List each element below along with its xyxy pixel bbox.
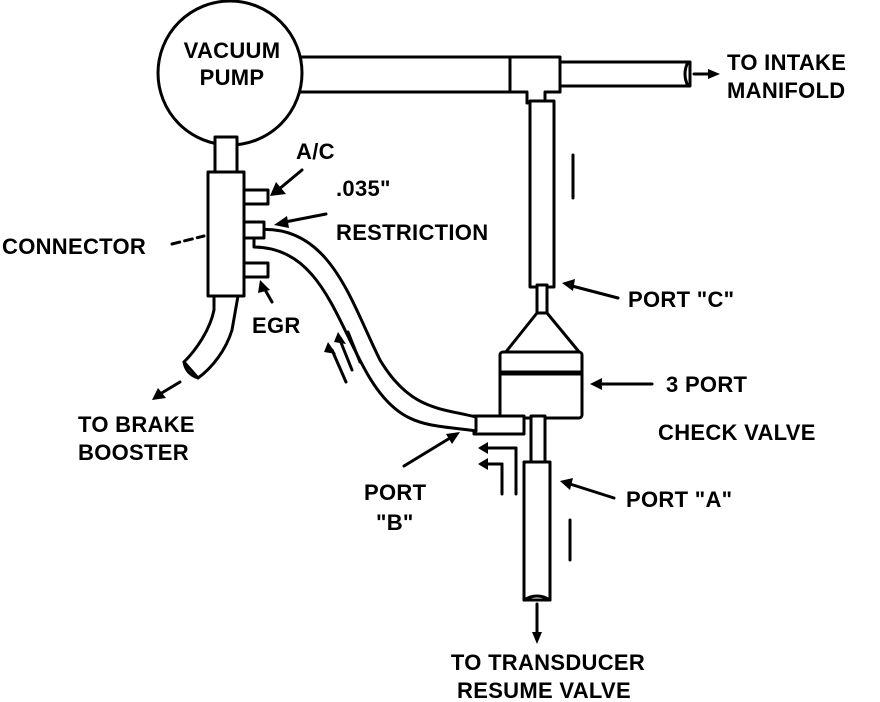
brake-flow-arrow	[158, 380, 182, 396]
ac-nipple	[242, 188, 270, 206]
brake-booster-hose	[182, 294, 240, 380]
intake-hose	[288, 55, 692, 94]
label-check-valve: CHECK VALVE	[658, 420, 816, 445]
label-egr: EGR	[252, 313, 301, 338]
label-manifold: MANIFOLD	[727, 78, 846, 103]
label-resume-valve: RESUME VALVE	[457, 678, 631, 702]
restriction-leader-head	[274, 216, 289, 228]
label-to-intake: TO INTAKE	[727, 50, 846, 75]
port-a-leader-head	[560, 478, 573, 490]
restriction-leader	[283, 212, 328, 224]
egr-nipple	[242, 261, 270, 279]
port-c-leader-head	[562, 279, 575, 291]
port-b-nipple	[472, 414, 526, 436]
check-valve-body	[498, 350, 584, 420]
tee-fitting	[508, 55, 562, 105]
port-c-hose	[528, 99, 556, 289]
label-connector: CONNECTOR	[2, 234, 146, 259]
intake-hose-end	[683, 60, 690, 88]
valve-funnel	[503, 311, 582, 355]
port-a-nipple	[529, 414, 547, 468]
transducer-flow-arrowhead	[532, 632, 542, 644]
pump-outlet-pipe	[213, 135, 239, 177]
label-port-a: PORT "A"	[626, 487, 732, 512]
label-restriction: RESTRICTION	[336, 220, 488, 245]
ac-leader-head	[270, 182, 286, 196]
label-ac: A/C	[296, 139, 335, 164]
brake-flow-arrowhead	[152, 388, 166, 400]
connector-leader	[170, 234, 206, 246]
label-vacuum: VACUUM	[184, 38, 281, 63]
label-booster: BOOSTER	[78, 440, 189, 465]
label-to-transducer: TO TRANSDUCER	[451, 650, 645, 675]
port-a-hose-end	[522, 594, 552, 602]
port-c-leader	[570, 284, 620, 300]
port-a-leader	[568, 482, 616, 500]
label-port-b-2: "B"	[376, 510, 414, 535]
check-valve-leader-head	[590, 378, 602, 390]
egr-leader-head	[258, 280, 270, 293]
port-b-hose	[252, 228, 478, 433]
label-three-port: 3 PORT	[666, 372, 748, 397]
flow-arrows-port-b	[478, 442, 518, 496]
port-a-hose	[522, 460, 552, 602]
port-b-leader-head	[446, 432, 460, 444]
flow-arrows-hose	[324, 330, 362, 384]
label-pump: PUMP	[200, 65, 265, 90]
connector-block	[206, 170, 246, 298]
port-c-nipple	[535, 283, 549, 317]
label-port-b-1: PORT	[364, 480, 427, 505]
port-b-leader	[402, 436, 452, 468]
label-port-c: PORT "C"	[628, 287, 734, 312]
restriction-nipple	[242, 220, 266, 240]
brake-hose-end	[182, 360, 200, 380]
intake-flow-arrowhead	[708, 69, 720, 79]
label-restriction-value: .035"	[336, 176, 391, 201]
label-to-brake: TO BRAKE	[78, 412, 195, 437]
ac-leader	[276, 168, 304, 192]
